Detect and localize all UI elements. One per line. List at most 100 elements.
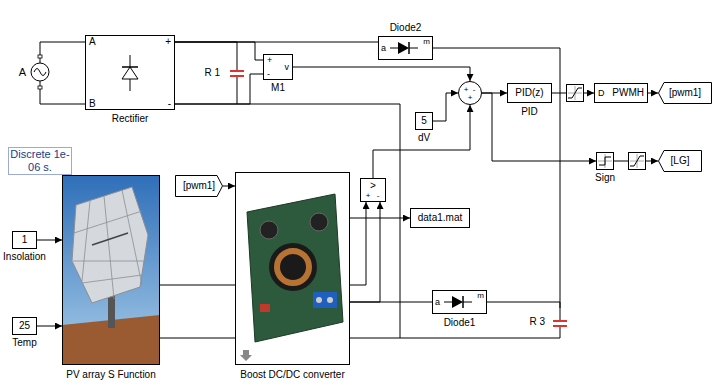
rect-part bbox=[433, 291, 487, 314]
rectifier-block: AB+-Rectifier bbox=[85, 35, 175, 110]
signal-line bbox=[552, 93, 594, 94]
diode-block: amDiode2 bbox=[378, 36, 433, 60]
line-part bbox=[409, 48, 418, 49]
circle-part bbox=[260, 221, 278, 239]
to-file-block: data1.mat bbox=[410, 208, 470, 228]
block-label: Rectifier bbox=[112, 113, 149, 125]
physical-wire bbox=[160, 338, 235, 339]
signal-line bbox=[223, 186, 235, 187]
physical-wire bbox=[160, 285, 235, 286]
pwm-block: DPWMH bbox=[594, 83, 648, 103]
rect-part bbox=[260, 304, 270, 312]
block-label: Insolation bbox=[3, 251, 46, 263]
rect-part bbox=[411, 209, 470, 228]
line-part bbox=[390, 48, 398, 49]
block-label: a bbox=[435, 297, 440, 307]
boost-converter-block: Boost DC/DC converter bbox=[235, 172, 350, 365]
block-label: - bbox=[168, 98, 171, 110]
circle-part bbox=[459, 82, 482, 105]
line-part bbox=[463, 302, 472, 303]
signal-line bbox=[293, 67, 470, 81]
physical-wire bbox=[350, 302, 432, 303]
physical-wire bbox=[175, 42, 378, 43]
signal-line bbox=[350, 218, 410, 219]
rect-part bbox=[597, 153, 614, 170]
block-label: Sign bbox=[595, 172, 615, 184]
rectifier-block-icon bbox=[85, 35, 175, 110]
block-label: v bbox=[285, 62, 290, 72]
block-label: + bbox=[165, 36, 171, 48]
block-label: 5 bbox=[421, 115, 427, 127]
physical-wire bbox=[175, 74, 263, 104]
rect-part bbox=[230, 75, 244, 77]
saturation-block bbox=[629, 153, 646, 170]
rect-part bbox=[313, 292, 337, 308]
block-label: PV array S Function bbox=[66, 369, 155, 381]
rect-part bbox=[629, 153, 646, 170]
diode-block: amDiode1 bbox=[432, 290, 487, 314]
rect-part bbox=[230, 70, 244, 72]
rect-part bbox=[38, 86, 42, 89]
block-label: R 1 bbox=[204, 67, 220, 79]
pv-array-block-icon bbox=[62, 175, 160, 365]
polygon-part bbox=[176, 176, 223, 197]
physical-wire bbox=[433, 48, 560, 308]
polygon-part bbox=[452, 296, 463, 308]
block-label: a bbox=[381, 43, 386, 53]
rect-part bbox=[236, 173, 350, 365]
signal-line bbox=[350, 202, 380, 302]
signal-line bbox=[614, 161, 658, 162]
signal-line bbox=[433, 93, 458, 121]
boost-converter-block-icon bbox=[235, 172, 350, 365]
block-label: m bbox=[423, 37, 430, 46]
path-part bbox=[73, 190, 146, 299]
sign-block: Sign bbox=[596, 152, 614, 170]
block-label: Discrete 1e-06 s. bbox=[10, 148, 70, 173]
block-label: dV bbox=[418, 132, 430, 144]
rect-part bbox=[264, 55, 293, 80]
polygon-part bbox=[247, 194, 343, 342]
capacitor-symbol-icon bbox=[230, 52, 244, 94]
rect-part bbox=[361, 179, 386, 202]
path-part bbox=[34, 69, 46, 76]
polygon-part bbox=[72, 187, 148, 303]
capacitor-symbol-icon bbox=[553, 308, 567, 338]
block-label: R 3 bbox=[529, 316, 545, 328]
block-label: Boost DC/DC converter bbox=[240, 369, 344, 381]
signal-line bbox=[373, 105, 470, 178]
physical-wire bbox=[350, 338, 560, 339]
line-part bbox=[237, 77, 238, 94]
block-label: [pwm1] bbox=[183, 180, 215, 192]
block-label: m bbox=[477, 291, 484, 300]
polygon-part bbox=[398, 42, 409, 54]
rect-part bbox=[508, 84, 552, 103]
rect-part bbox=[62, 175, 160, 365]
block-label: PID(z) bbox=[515, 87, 543, 99]
block-label: + bbox=[468, 93, 473, 102]
block-label: A bbox=[89, 36, 96, 48]
rect-part bbox=[13, 318, 37, 335]
rect-part bbox=[9, 148, 72, 175]
block-label: 25 bbox=[19, 320, 30, 332]
block-label: Diode1 bbox=[444, 317, 476, 329]
circle-part bbox=[269, 243, 317, 291]
relational-operator: >+- bbox=[360, 178, 386, 202]
block-label: M1 bbox=[271, 82, 285, 94]
path-part bbox=[630, 156, 644, 166]
polygon-part bbox=[659, 151, 702, 172]
block-label: data1.mat bbox=[418, 212, 462, 224]
sign-block-icon bbox=[596, 152, 614, 170]
block-label: PWMH bbox=[612, 87, 644, 99]
path-part bbox=[568, 88, 582, 98]
rect-part bbox=[63, 176, 160, 365]
polygon-part bbox=[122, 67, 138, 79]
rect-part bbox=[86, 36, 175, 110]
constant-block: 5dV bbox=[415, 112, 433, 130]
signal-line bbox=[648, 93, 658, 94]
block-label: PID bbox=[521, 106, 538, 118]
line-part bbox=[444, 302, 452, 303]
voltage-measurement: +v-M1 bbox=[263, 54, 293, 80]
path-part bbox=[599, 157, 611, 165]
rect-part bbox=[379, 37, 433, 60]
